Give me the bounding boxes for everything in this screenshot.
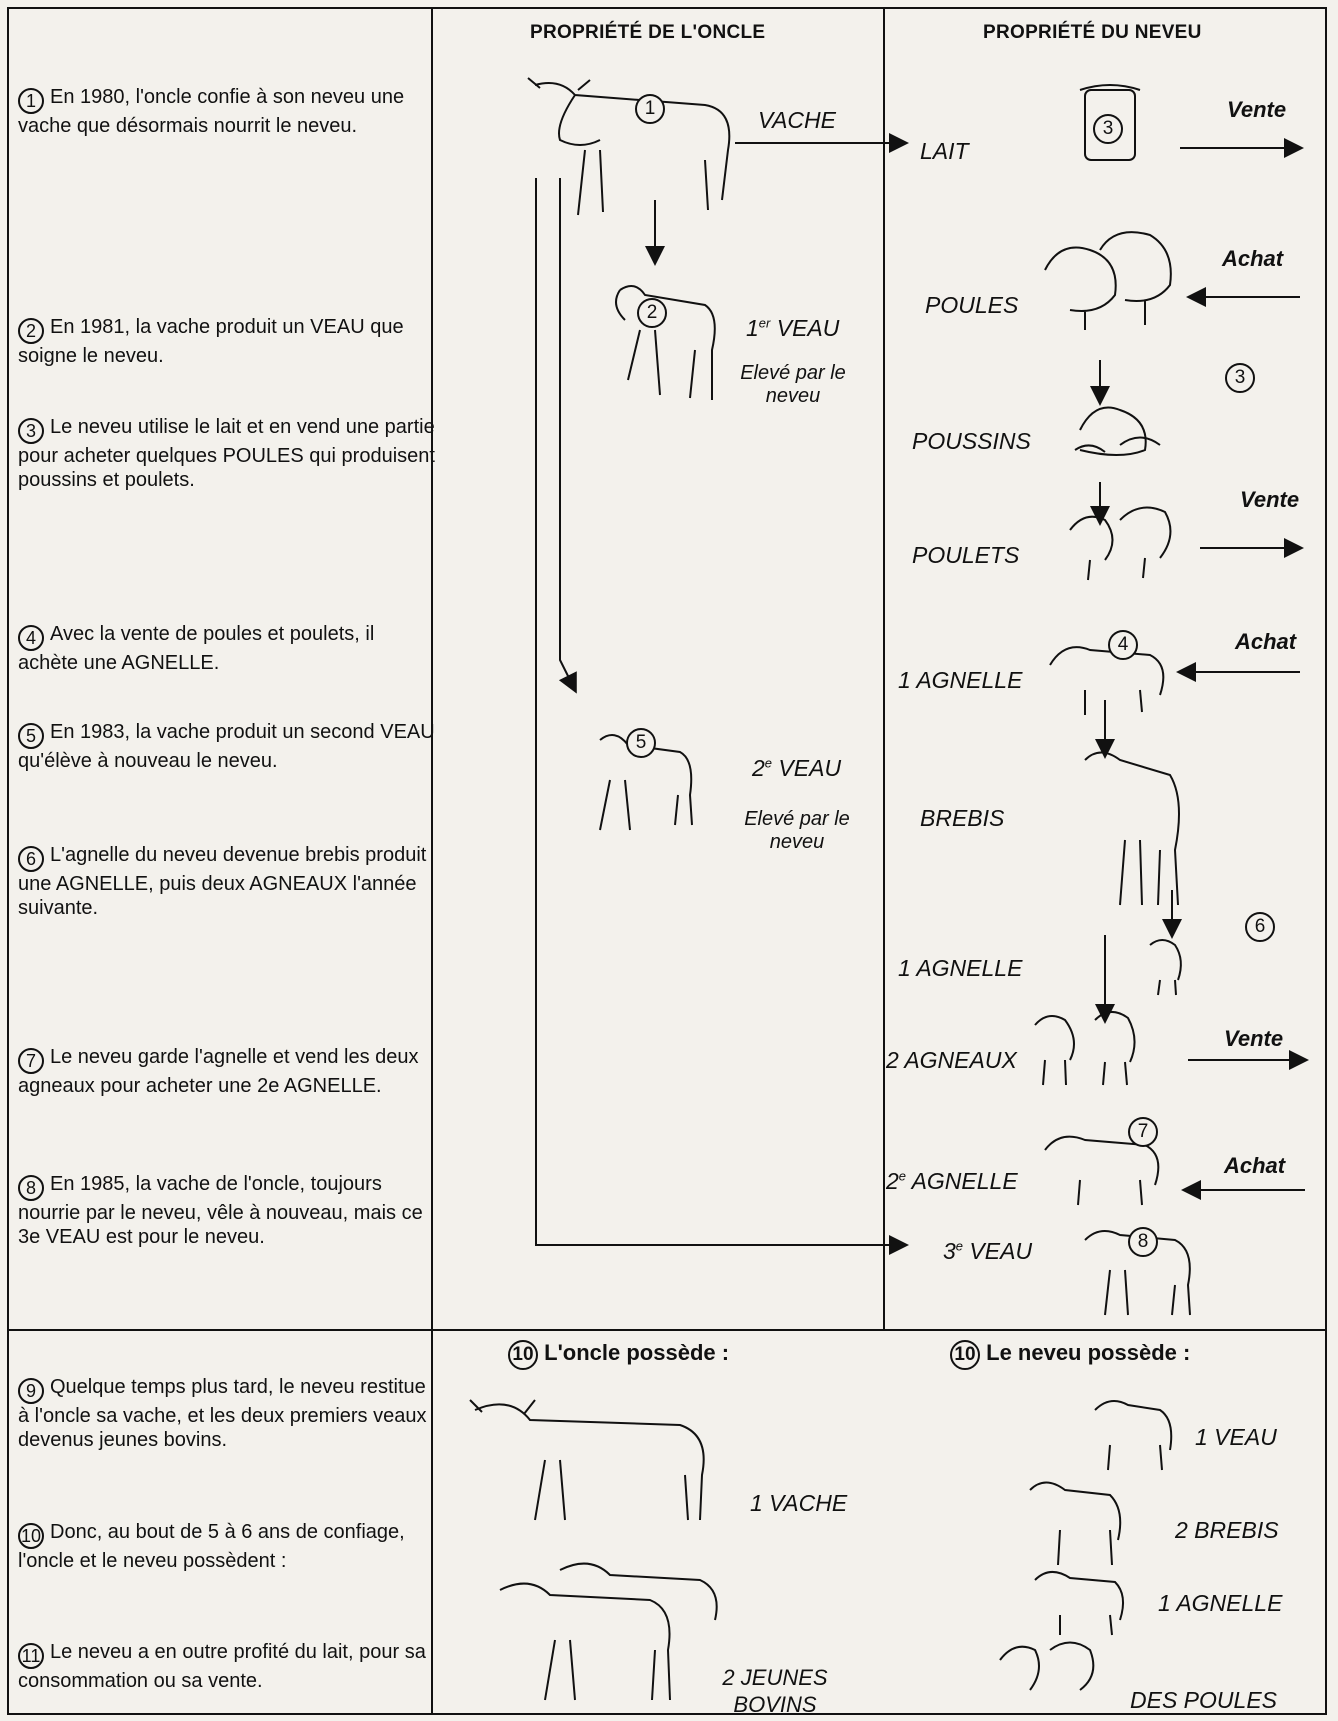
step-4-text: Avec la vente de poules et poulets, il a…	[18, 623, 374, 674]
label-agneaux: 2 AGNEAUX	[886, 1047, 1017, 1074]
nephew-item-veau: 1 VEAU	[1195, 1424, 1277, 1451]
uncle-item-vache: 1 VACHE	[750, 1490, 847, 1517]
step-3-number: 3	[18, 418, 44, 444]
uncle-summary-title: 10 L'oncle possède :	[508, 1340, 729, 1370]
label-lait: LAIT	[920, 138, 969, 165]
lambs-sketch	[1035, 940, 1181, 1085]
uncle-header: PROPRIÉTÉ DE L'ONCLE	[530, 22, 765, 44]
label-eleve1: Elevé par le neveu	[738, 362, 848, 408]
step-8-number: 8	[18, 1175, 44, 1201]
step-10-text: Donc, au bout de 5 à 6 ans de confiage, …	[18, 1521, 405, 1572]
uncle-summary-number: 10	[508, 1340, 538, 1370]
step-9-number: 9	[18, 1378, 44, 1404]
label-agnelle-b: 1 AGNELLE	[898, 955, 1022, 982]
label-eleve2: Elevé par le neveu	[742, 808, 852, 854]
action-achat-1: Achat	[1222, 246, 1283, 272]
marker-4: 4	[1108, 630, 1138, 660]
nephew-item-agnelle: 1 AGNELLE	[1158, 1590, 1282, 1617]
summary-nephew-sketch	[1000, 1401, 1171, 1690]
step-11-number: 11	[18, 1643, 44, 1669]
step-10-number: 10	[18, 1523, 44, 1549]
nephew-item-poules: DES POULES	[1130, 1687, 1277, 1714]
nephew-header: PROPRIÉTÉ DU NEVEU	[983, 22, 1202, 44]
step-5-text: En 1983, la vache produit un second VEAU…	[18, 721, 435, 772]
summary-bovins-sketch	[500, 1564, 717, 1700]
label-agnelle1: 1 AGNELLE	[898, 667, 1022, 694]
uncle-item-bovins: 2 JEUNES BOVINS	[690, 1664, 860, 1718]
label-veau2: 2e VEAU	[752, 755, 841, 782]
step-9-text: Quelque temps plus tard, le neveu restit…	[18, 1376, 426, 1451]
step-11-text: Le neveu a en outre profité du lait, pou…	[18, 1641, 426, 1692]
step-7-text: Le neveu garde l'agnelle et vend les deu…	[18, 1046, 419, 1097]
label-vache: VACHE	[758, 107, 836, 134]
label-veau1: 1er VEAU	[746, 315, 839, 342]
action-achat-2: Achat	[1235, 629, 1296, 655]
marker-3a: 3	[1093, 114, 1123, 144]
step-2-text: En 1981, la vache produit un VEAU que so…	[18, 316, 404, 367]
marker-2: 2	[637, 298, 667, 328]
hens-sketch	[1045, 232, 1171, 455]
lamb-sketch	[1050, 647, 1163, 715]
marker-6: 6	[1245, 912, 1275, 942]
marker-3b: 3	[1225, 363, 1255, 393]
step-1-number: 1	[18, 88, 44, 114]
step-5-number: 5	[18, 723, 44, 749]
action-achat-3: Achat	[1224, 1153, 1285, 1179]
step-4-number: 4	[18, 625, 44, 651]
step-8-text: En 1985, la vache de l'oncle, toujours n…	[18, 1173, 423, 1248]
cow-sketch	[528, 78, 729, 215]
action-vente-2: Vente	[1240, 487, 1299, 513]
marker-8: 8	[1128, 1227, 1158, 1257]
label-agnelle2: 2e AGNELLE	[886, 1168, 1018, 1195]
label-poules: POULES	[925, 292, 1018, 319]
step-6-number: 6	[18, 846, 44, 872]
summary-cow-sketch	[470, 1400, 704, 1520]
step-7-number: 7	[18, 1048, 44, 1074]
marker-1: 1	[635, 94, 665, 124]
action-vente-3: Vente	[1224, 1026, 1283, 1052]
step-1-text: En 1980, l'oncle confie à son neveu une …	[18, 86, 404, 137]
marker-5: 5	[626, 728, 656, 758]
label-poulets: POULETS	[912, 542, 1019, 569]
calf-sketch	[616, 286, 715, 400]
marker-7: 7	[1128, 1117, 1158, 1147]
label-veau3: 3e VEAU	[943, 1238, 1032, 1265]
label-brebis: BREBIS	[920, 805, 1004, 832]
nephew-summary-title: 10 Le neveu possède :	[950, 1340, 1190, 1370]
nephew-summary-number: 10	[950, 1340, 980, 1370]
nephew-item-brebis: 2 BREBIS	[1175, 1517, 1279, 1544]
label-poussins: POUSSINS	[912, 428, 1031, 455]
ewe-sketch	[1085, 753, 1179, 906]
step-2-number: 2	[18, 318, 44, 344]
step-6-text: L'agnelle du neveu devenue brebis produi…	[18, 844, 426, 919]
chickens-sketch	[1070, 508, 1170, 581]
action-vente-1: Vente	[1227, 97, 1286, 123]
step-3-text: Le neveu utilise le lait et en vend une …	[18, 416, 435, 491]
